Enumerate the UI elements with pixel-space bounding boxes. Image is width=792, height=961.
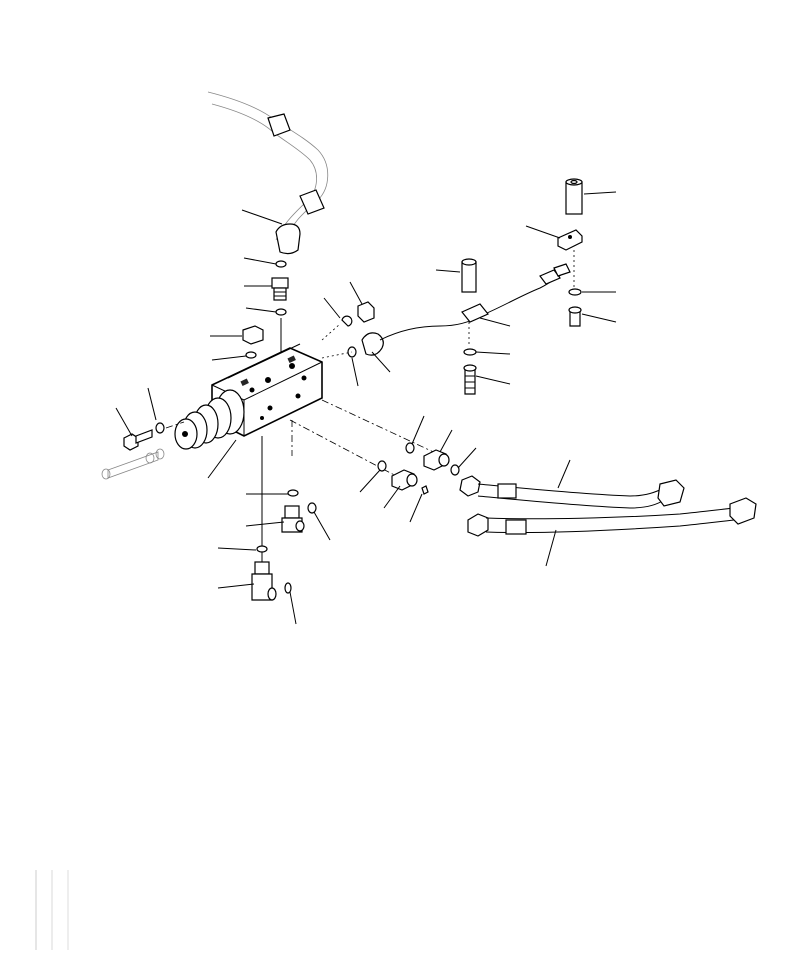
solenoid-actuator	[174, 389, 245, 450]
hose-clamp	[267, 113, 291, 137]
spacer-left	[461, 258, 477, 293]
hose-lower-end	[729, 497, 757, 525]
o-ring-port-1	[405, 442, 415, 454]
upper-fitting-stack	[271, 260, 289, 356]
bolt-right	[568, 306, 582, 327]
o-ring-lower	[275, 308, 287, 316]
o-ring-port-3	[377, 460, 387, 472]
o-ring-plug	[245, 351, 257, 359]
o-ring-side-1	[307, 502, 317, 514]
connector-end	[553, 263, 571, 277]
elbow-fitting-2	[251, 561, 277, 601]
o-ring-lower-2	[256, 545, 268, 553]
hose-collar	[299, 189, 325, 215]
lower-fitting-stack	[251, 420, 317, 601]
sensor-parts	[321, 301, 384, 359]
elbow-fitting-1	[281, 505, 305, 533]
o-ring-side-2	[284, 582, 292, 594]
o-ring-upper	[275, 260, 287, 268]
hose-upper	[459, 475, 685, 509]
hose-lower	[467, 497, 757, 537]
hose-end-fitting	[275, 223, 301, 255]
sensor-plug	[357, 301, 375, 323]
o-ring-port-2	[450, 464, 460, 476]
o-ring-lower-1	[287, 489, 299, 497]
wire-harness	[379, 263, 571, 341]
wire-clip	[461, 303, 489, 323]
center-lines	[289, 399, 441, 479]
mount-hardware	[461, 178, 583, 395]
adapter-port-2	[391, 469, 418, 491]
spacer-right	[565, 178, 583, 215]
plug-left	[242, 325, 264, 359]
washer-right	[568, 288, 582, 296]
ghost-bolt	[101, 448, 165, 480]
bolt-left	[463, 364, 477, 395]
bracket	[557, 229, 583, 251]
leader-lines	[115, 191, 617, 625]
washer-left	[463, 348, 477, 356]
upstream-hose	[207, 91, 329, 255]
adapter-port-1	[423, 449, 450, 471]
hose-upper-end	[657, 479, 685, 507]
adapter-fitting-upper	[271, 277, 289, 301]
sensor-head	[361, 332, 384, 356]
port-fittings-right	[377, 442, 460, 495]
connector-body	[539, 269, 561, 285]
scan-artifact	[35, 870, 69, 950]
o-ring-port-4	[421, 485, 429, 495]
mounting-bolt-left	[123, 421, 185, 451]
